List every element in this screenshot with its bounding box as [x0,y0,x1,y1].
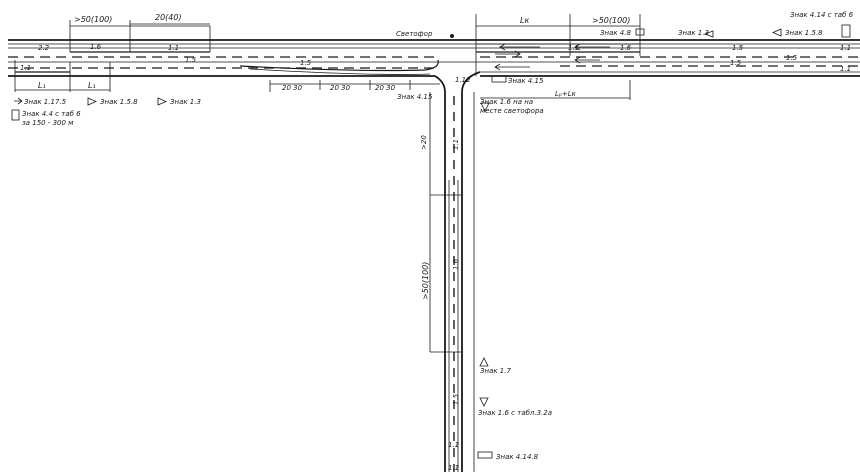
triangle-sign-icon [87,97,97,106]
label-1-6: 1.6 [90,43,102,51]
triangle-sign-icon [703,30,714,38]
triangle-sign-icon [157,97,167,106]
sign-1-5-8: Знак 1.5.8 [100,98,138,106]
sign-plate-icon [635,28,645,36]
sign-1-7: Знак 1.7 [480,367,511,375]
dim-50-100-right: >50(100) [592,16,630,25]
label-1-1-right: 1.1 [568,44,579,52]
sign-plate-icon [477,451,493,459]
triangle-sign-icon [772,28,782,37]
sign-1-17-5: Знак 1.17.5 [24,98,67,106]
sign-4-8: Знак 4.8 [600,29,631,37]
lane-arrows [494,43,610,71]
label-1-6-right: 1.6 [620,44,632,52]
sign-1-5-8-right: Знак 1.5.8 [785,29,823,37]
dim-50-100-left: >50(100) [74,15,112,24]
label-L1-b: L₁ [88,81,96,90]
right-approach-frames [475,14,641,100]
label-2-2: 2.2 [38,44,50,52]
sign-1-3: Знак 1.3 [170,98,201,106]
main-road-lane-lines [8,47,860,73]
sign-4-14-tab: Знак 4.14 с таб 6 [790,11,854,19]
dim-20-30-b: 20 30 [330,84,351,92]
sign-distance-note: за 150 - 300 м [22,119,74,127]
sign-1-3-right: Знак 1.3 [678,29,709,37]
label-svetofor: Светофор [396,30,433,38]
label-1-5-vert: 1.5 [452,393,460,405]
label-1-1-vert: 1.1 [452,139,460,150]
left-approach-frames [14,20,211,92]
label-1-1-right-end-b: 1.1 [840,65,851,73]
label-1-5-right-c: 1.5 [730,59,742,67]
triangle-sign-icon [480,102,490,112]
dim-50-100-vert: >50(100) [421,262,430,300]
sign-4-15-under: Знак 4.15 [397,93,433,101]
sign-4-4-tab: Знак 4.4 с таб 6 [22,110,81,118]
main-road-edges [8,39,860,77]
label-1-1-bottom-b: 1.1 [448,464,459,472]
label-1-1-lane: 1.1 [20,64,31,72]
sign-1-6-tab: Знак 1.6 с табл.3.2а [478,409,552,417]
warning-triangle-icon [479,357,489,367]
turning-curves [239,59,481,93]
label-1-5-lane-b: 1.5 [300,59,312,67]
traffic-light-icon [450,34,454,38]
dim-20-40: 20(40) [155,13,182,22]
dim-20-vert: >20 [420,135,428,150]
sign-plate-icon [491,75,507,83]
label-Lk: Lк [520,16,529,25]
sign-4-15-right: Знак 4.15 [508,77,544,85]
sign-1-6-svetofor-1: Знак 1.6 на на [480,98,533,106]
label-1-5-lane: 1.5 [185,56,197,64]
label-L1: L₁ [38,81,46,90]
label-1-6-vert: 1.6 [452,258,460,270]
dim-20-30-a: 20 30 [282,84,303,92]
dim-20-30-c: 20 30 [375,84,396,92]
arrow-sign-icon [14,97,23,105]
sign-plate-icon [841,24,851,38]
label-1-5-right-a: 1.5 [732,44,744,52]
label-1-5-right-b: 1.5 [786,54,798,62]
label-1-1: 1.1 [168,44,179,52]
sign-symbols [11,24,851,459]
sign-plate-icon [11,109,20,121]
text-labels: >50(100) 20(40) 2.2 1.6 1.1 1.1 1.5 1.5 … [20,11,854,472]
sign-4-14-8: Знак 4.14.8 [496,453,539,461]
sign-1-6-svetofor-2: месте светофора [480,107,544,115]
side-road-edges [429,92,475,472]
label-1-12: 1.12 [455,76,471,84]
yield-triangle-icon [479,397,489,407]
label-Lp-Lk: Lₚ+Lк [555,90,577,98]
label-1-1-bottom: 1.1 [448,441,459,449]
label-1-1-right-end: 1.1 [840,44,851,52]
